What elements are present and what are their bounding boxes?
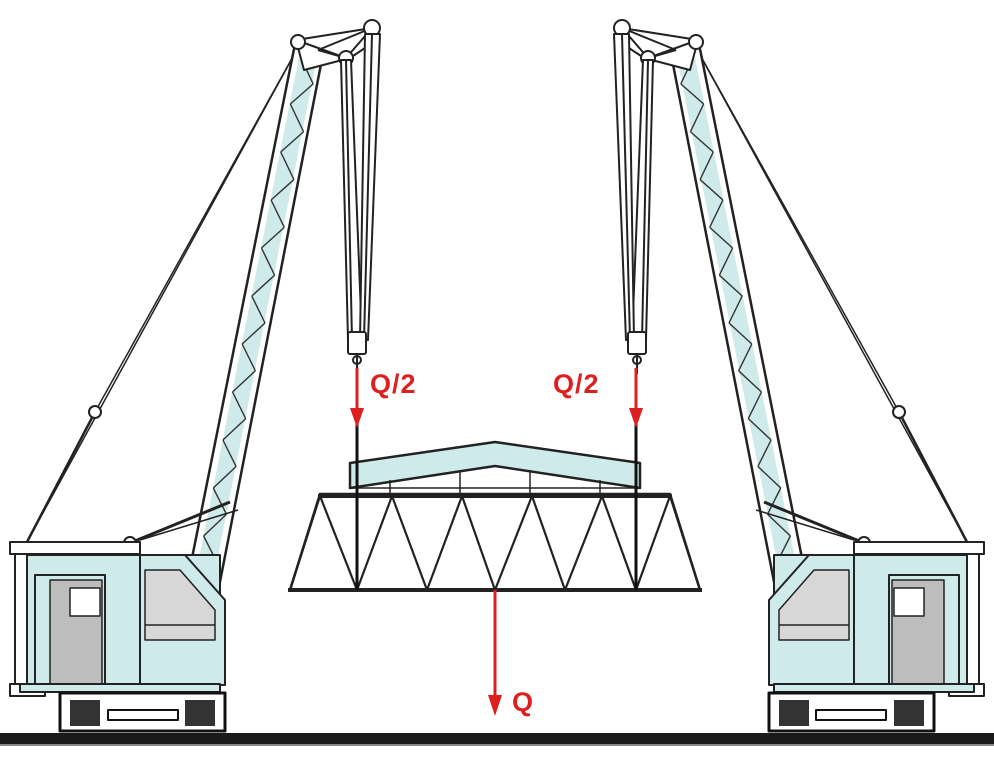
roof-truss-load — [288, 440, 702, 592]
left-force-arrow — [350, 368, 364, 428]
truss-web — [288, 495, 702, 591]
right-force-arrow — [629, 368, 643, 428]
right-boom-lacing — [680, 55, 801, 585]
total-force-arrow — [488, 590, 502, 716]
left-force-label: Q/2 — [370, 369, 417, 399]
ground — [0, 733, 994, 746]
right-force-label: Q/2 — [553, 369, 600, 399]
right-crane — [613, 19, 985, 733]
total-force-label: Q — [512, 687, 535, 717]
left-crane — [9, 19, 381, 733]
